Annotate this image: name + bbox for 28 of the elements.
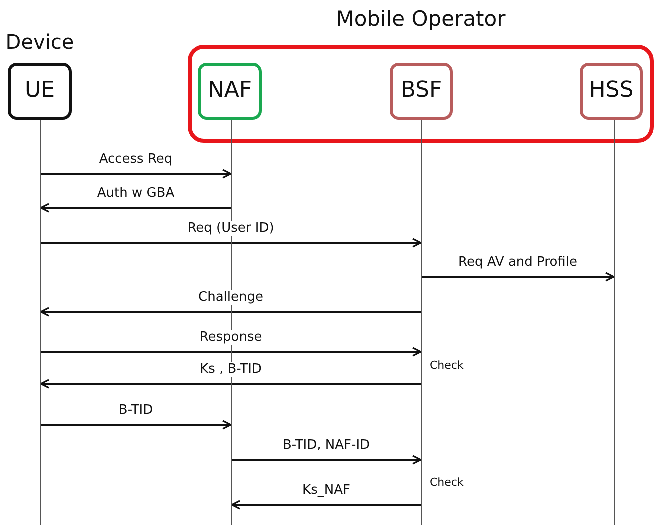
message-arrow [40,307,421,317]
participant-name: UE [24,78,56,103]
participant-box [580,63,643,120]
message-arrow [41,420,232,430]
message-arrow [41,238,422,248]
message-arrow [231,500,421,510]
note-text: Check [430,359,464,372]
message-label: Req AV and Profile [456,255,580,270]
lifeline [614,120,615,525]
message-arrow [422,272,615,282]
note-text: Check [430,476,464,489]
lifeline [40,120,41,525]
message-arrow [41,169,232,179]
participant-name: BSF [400,78,444,103]
group-title: Mobile Operator [335,7,507,31]
message-arrow [41,347,422,357]
message-label: Ks_NAF [300,483,352,498]
message-label: Challenge [196,290,266,305]
message-label: Ks , B-TID [198,362,264,377]
participant-name: NAF [206,78,254,103]
participant-box [198,63,262,120]
lifeline [421,120,422,525]
participant-name: HSS [588,78,635,103]
message-arrow [40,379,421,389]
message-arrow [232,455,422,465]
participant-caption: Device [5,30,75,54]
participant-box [390,63,453,120]
message-arrow [40,203,231,213]
